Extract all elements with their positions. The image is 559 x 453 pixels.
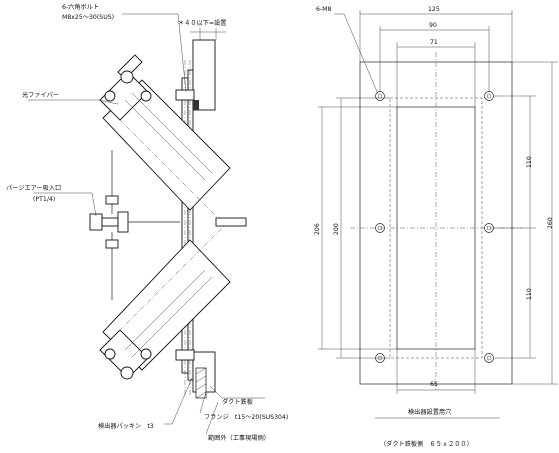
right-front-view: 125 90 71 6-M8 206 200 110 110 260 65 <box>314 6 558 448</box>
dim-height-206: 206 <box>314 223 321 235</box>
bolt-hole-mid-right <box>484 223 494 233</box>
fiber-label: 光ファイバー <box>22 91 59 99</box>
gap-note: ＊４０以下=設置 <box>178 19 227 27</box>
hole-label: 6-M8 <box>316 6 332 13</box>
bolt-label: 6-六角ボルト <box>62 3 99 11</box>
purge-label: パージエアー吸入口 <box>6 185 61 192</box>
dim-width-mid: 90 <box>429 22 437 29</box>
bolt-hole-bottom-right <box>484 353 494 363</box>
bolt-hole-top-right <box>484 91 494 101</box>
flange-top-tab <box>192 39 216 111</box>
flange-label: フランジ t15～20(SUS304) <box>204 414 288 421</box>
caption-title: 検出器設置用穴 <box>408 408 451 416</box>
dim-pitch-bottom: 110 <box>526 288 533 300</box>
left-side-view: 6-六角ボルト M8x25～30(SUS) ＊４０以下=設置 光ファイバー パー… <box>6 3 288 442</box>
bolt-spec: M8x25～30(SUS) <box>62 14 114 21</box>
flange-plate <box>187 69 194 381</box>
bolt-holes <box>375 91 494 363</box>
dim-bottom-65: 65 <box>430 381 438 388</box>
packing-label: 検出器パッキン t3 <box>98 422 154 430</box>
dim-height-200: 200 <box>333 223 340 235</box>
purge-air-fitting <box>89 150 247 300</box>
purge-spec: (PT1/4) <box>33 196 55 203</box>
bolt-top <box>175 89 195 101</box>
dim-width-inner: 71 <box>430 39 438 46</box>
dim-height-260: 260 <box>547 217 554 229</box>
dim-width-outer: 125 <box>428 6 440 13</box>
bolt-hole-mid-left <box>375 223 385 233</box>
dim-pitch-top: 110 <box>526 156 533 168</box>
caption-sub: （ダクト鉄板側 ６５ｘ２００） <box>380 440 473 448</box>
upper-detector <box>99 54 231 226</box>
out-of-scope-label: 範囲外（工事現場側） <box>208 434 270 442</box>
bolt-bottom <box>175 349 195 361</box>
duct-section-hatch <box>193 100 207 399</box>
lower-detector <box>99 224 231 380</box>
duct-plate-label: ダクト鉄板 <box>222 398 253 406</box>
bolt-hole-top-left <box>375 91 385 101</box>
